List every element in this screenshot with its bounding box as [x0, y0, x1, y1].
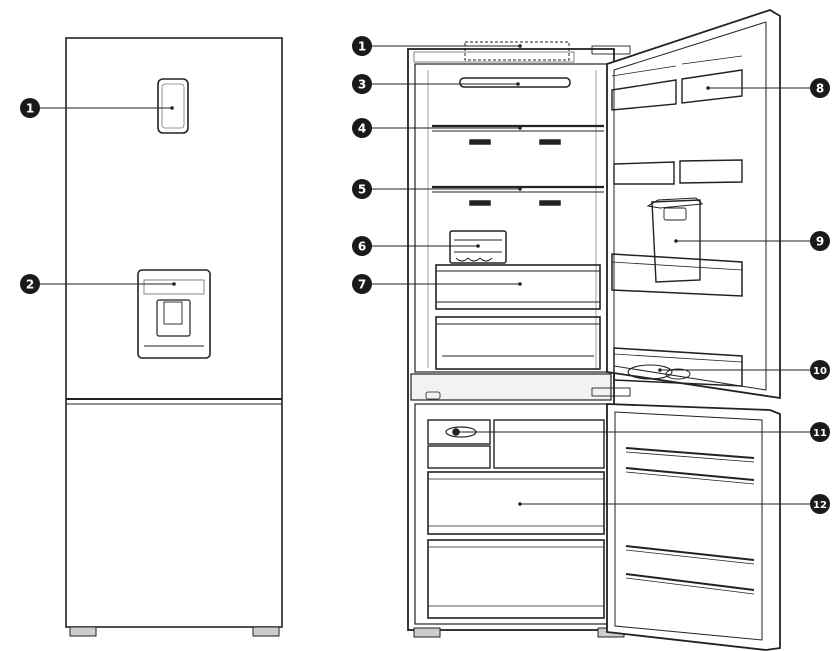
- shelf-upper: [432, 124, 604, 145]
- exterior-foot-right: [252, 626, 280, 637]
- callout-label: 10: [813, 366, 827, 377]
- bottle-holder: [627, 364, 673, 380]
- display-panel: [157, 78, 189, 134]
- callout-interior-7: 7: [352, 274, 372, 294]
- cabinet-body: [407, 48, 615, 631]
- leader-end-dots: [170, 44, 710, 506]
- crisper-drawer: [435, 264, 601, 310]
- water-dispenser: [137, 269, 211, 359]
- freezer-door: [606, 403, 781, 651]
- callout-interior-5: 5: [352, 179, 372, 199]
- callout-exterior-2: 2: [20, 274, 40, 294]
- callout-interior-12: 12: [810, 494, 830, 514]
- divider-badge: [425, 391, 441, 400]
- callout-interior-4: 4: [352, 118, 372, 138]
- callout-label: 1: [358, 40, 366, 54]
- callout-label: 5: [358, 183, 366, 197]
- callout-interior-10: 10: [810, 360, 830, 380]
- callout-label: 4: [358, 122, 366, 136]
- callouts: 1 2 1 3 4 5 6 7: [20, 36, 830, 514]
- callout-interior-3: 3: [352, 74, 372, 94]
- light-cover: [459, 77, 571, 88]
- callout-interior-8: 8: [810, 78, 830, 98]
- callout-label: 12: [813, 500, 827, 511]
- callout-exterior-1: 1: [20, 98, 40, 118]
- display-panel-inner: [161, 83, 185, 129]
- exterior-fridge: [65, 37, 283, 637]
- lower-fridge-drawer: [435, 316, 601, 370]
- callout-label: 8: [816, 82, 824, 96]
- compartment-divider: [410, 373, 612, 401]
- callout-interior-1: 1: [352, 36, 372, 56]
- exterior-body: [65, 37, 283, 628]
- cabinet-foot-left: [413, 627, 441, 638]
- shelf-middle: [432, 185, 604, 206]
- top-display: [464, 41, 570, 61]
- freezer-drawer-upper: [427, 471, 605, 535]
- callout-label: 7: [358, 278, 366, 292]
- callout-label: 9: [816, 235, 824, 249]
- callout-label: 6: [358, 240, 366, 254]
- callout-label: 2: [26, 278, 34, 292]
- freezer-drawer-lower: [427, 539, 605, 619]
- exterior-foot-left: [69, 626, 97, 637]
- top-control-strip: [413, 51, 575, 63]
- interior-fridge: [407, 9, 781, 651]
- upper-door: [591, 9, 781, 400]
- callout-label: 3: [358, 78, 366, 92]
- callout-interior-6: 6: [352, 236, 372, 256]
- water-tank: [646, 197, 704, 283]
- callout-interior-11: 11: [810, 422, 830, 442]
- leader-lines: [38, 45, 812, 505]
- callout-label: 1: [26, 102, 34, 116]
- egg-tray: [449, 230, 507, 264]
- callout-label: 11: [813, 428, 827, 439]
- callout-interior-9: 9: [810, 231, 830, 251]
